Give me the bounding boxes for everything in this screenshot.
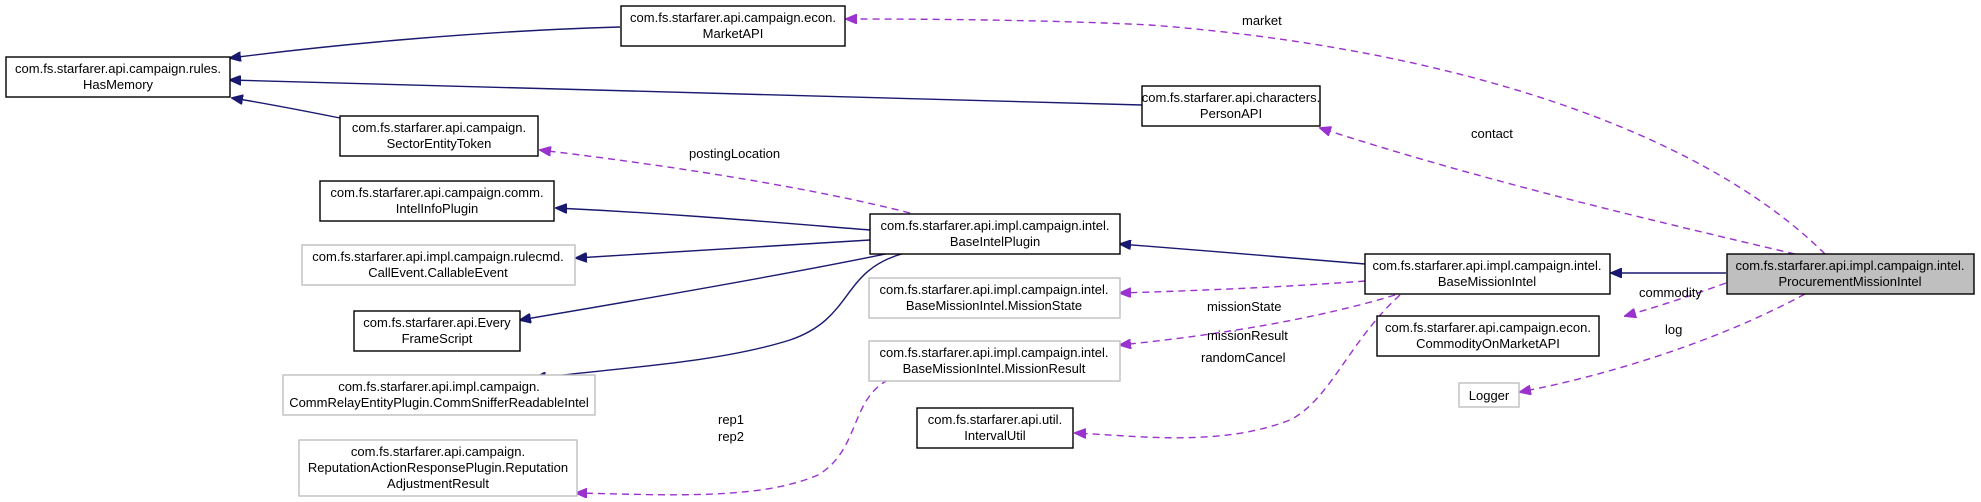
edge-baseintelplugin-to-callableevent [576, 239, 871, 258]
class-node-commodityonmarket[interactable]: com.fs.starfarer.api.campaign.econ. Comm… [1376, 315, 1600, 357]
edge-label-rep2: rep2 [718, 429, 744, 444]
edge-baseintelplugin-uses-sectorentitytoken [540, 150, 911, 214]
inheritance-edges [230, 26, 1726, 378]
class-node-line: CommodityOnMarketAPI [1416, 336, 1560, 351]
edge-basemissionintel-to-baseintelplugin [1120, 244, 1366, 265]
class-node-line: BaseMissionIntel.MissionState [906, 298, 1082, 313]
class-node-basemissionintel[interactable]: com.fs.starfarer.api.impl.campaign.intel… [1364, 253, 1611, 295]
edge-labels: market contact postingLocation missionSt… [689, 13, 1702, 444]
class-node-intervalutil[interactable]: com.fs.starfarer.api.util. IntervalUtil [916, 407, 1074, 449]
class-node-commsniffer[interactable]: com.fs.starfarer.api.impl.campaign. Comm… [282, 374, 596, 416]
edge-label-random-cancel: randomCancel [1201, 350, 1286, 365]
edge-label-mission-result: missionResult [1207, 328, 1288, 343]
edge-procurement-uses-commodity [1625, 282, 1727, 316]
edge-label-log: log [1665, 322, 1682, 337]
class-node-line: com.fs.starfarer.api.campaign.rules. [15, 61, 221, 76]
class-node-line: Logger [1469, 388, 1510, 403]
edge-missionresult-uses-reputationadjustment [576, 379, 889, 495]
edge-procurement-uses-personapi [1320, 128, 1796, 255]
edge-baseintelplugin-to-commsniffer [535, 252, 906, 378]
class-node-marketapi[interactable]: com.fs.starfarer.api.campaign.econ. Mark… [620, 5, 846, 47]
class-node-line: com.fs.starfarer.api.campaign.comm. [330, 185, 543, 200]
class-node-line: com.fs.starfarer.api.impl.campaign.intel… [1735, 258, 1964, 273]
class-node-baseintelplugin[interactable]: com.fs.starfarer.api.impl.campaign.intel… [869, 213, 1121, 255]
class-node-line: com.fs.starfarer.api.campaign.econ. [1385, 320, 1591, 335]
class-node-line: PersonAPI [1200, 106, 1262, 121]
class-node-line: ProcurementMissionIntel [1778, 274, 1921, 289]
class-node-line: HasMemory [83, 77, 154, 92]
class-node-callableevent[interactable]: com.fs.starfarer.api.impl.campaign.rulec… [301, 244, 576, 286]
class-node-line: com.fs.starfarer.api.impl.campaign.intel… [879, 345, 1108, 360]
class-node-line: IntelInfoPlugin [396, 201, 478, 216]
edge-label-rep1: rep1 [718, 412, 744, 427]
class-node-reputationadjustment[interactable]: com.fs.starfarer.api.campaign. Reputatio… [298, 439, 578, 497]
class-node-line: CommRelayEntityPlugin.CommSnifferReadabl… [289, 395, 589, 410]
class-node-line: AdjustmentResult [387, 476, 489, 491]
class-node-line: CallEvent.CallableEvent [368, 265, 508, 280]
class-node-line: com.fs.starfarer.api.campaign. [352, 120, 526, 135]
class-node-line: com.fs.starfarer.api.characters. [1142, 90, 1320, 105]
class-node-line: com.fs.starfarer.api.util. [928, 412, 1062, 427]
class-node-line: IntervalUtil [964, 428, 1026, 443]
class-node-procurementmissionintel[interactable]: com.fs.starfarer.api.impl.campaign.intel… [1726, 253, 1975, 295]
edge-basemissionintel-uses-intervalutil [1075, 294, 1401, 438]
edge-basemissionintel-uses-missionresult [1120, 294, 1396, 345]
edge-procurement-uses-logger [1520, 293, 1806, 392]
class-node-hasmemory[interactable]: com.fs.starfarer.api.campaign.rules. Has… [5, 56, 231, 98]
class-node-line: com.fs.starfarer.api.impl.campaign.intel… [880, 218, 1109, 233]
class-node-intelinfoplugin[interactable]: com.fs.starfarer.api.campaign.comm. Inte… [319, 180, 555, 222]
edge-label-posting-location: postingLocation [689, 146, 780, 161]
class-node-line: com.fs.starfarer.api.impl.campaign.intel… [879, 282, 1108, 297]
edge-label-market: market [1242, 13, 1282, 28]
class-node-line: FrameScript [402, 331, 473, 346]
class-node-line: com.fs.starfarer.api.impl.campaign. [338, 379, 540, 394]
class-node-line: com.fs.starfarer.api.impl.campaign.intel… [1372, 258, 1601, 273]
class-node-line: com.fs.starfarer.api.Every [363, 315, 511, 330]
edge-label-commodity: commodity [1639, 285, 1702, 300]
class-node-line: BaseMissionIntel.MissionResult [903, 361, 1086, 376]
edge-label-mission-state: missionState [1207, 299, 1281, 314]
class-node-line: com.fs.starfarer.api.campaign. [351, 444, 525, 459]
edge-baseintelplugin-to-intelinfoplugin [556, 208, 871, 231]
class-node-line: BaseMissionIntel [1438, 274, 1536, 289]
class-node-personapi[interactable]: com.fs.starfarer.api.characters. PersonA… [1141, 85, 1321, 127]
class-node-line: BaseIntelPlugin [950, 234, 1040, 249]
edge-personapi-to-hasmemory [230, 80, 1143, 106]
edge-marketapi-to-hasmemory [230, 26, 621, 58]
class-node-line: MarketAPI [703, 26, 764, 41]
class-node-logger[interactable]: Logger [1458, 382, 1520, 408]
class-node-everyframescript[interactable]: com.fs.starfarer.api.Every FrameScript [353, 310, 521, 352]
edge-basemissionintel-uses-missionstate [1120, 280, 1366, 293]
class-node-line: SectorEntityToken [387, 136, 492, 151]
class-node-sectorentitytoken[interactable]: com.fs.starfarer.api.campaign. SectorEnt… [339, 115, 539, 157]
edge-sectorentitytoken-to-hasmemory [232, 98, 341, 119]
edge-label-contact: contact [1471, 126, 1513, 141]
edge-baseintelplugin-to-everyframescript [520, 251, 896, 320]
class-node-line: com.fs.starfarer.api.campaign.econ. [630, 10, 836, 25]
class-node-line: ReputationActionResponsePlugin.Reputatio… [308, 460, 568, 475]
class-node-missionresult[interactable]: com.fs.starfarer.api.impl.campaign.intel… [868, 340, 1121, 382]
class-node-missionstate[interactable]: com.fs.starfarer.api.impl.campaign.intel… [868, 277, 1121, 319]
usage-edges [540, 19, 1826, 495]
class-node-line: com.fs.starfarer.api.impl.campaign.rulec… [312, 249, 563, 264]
